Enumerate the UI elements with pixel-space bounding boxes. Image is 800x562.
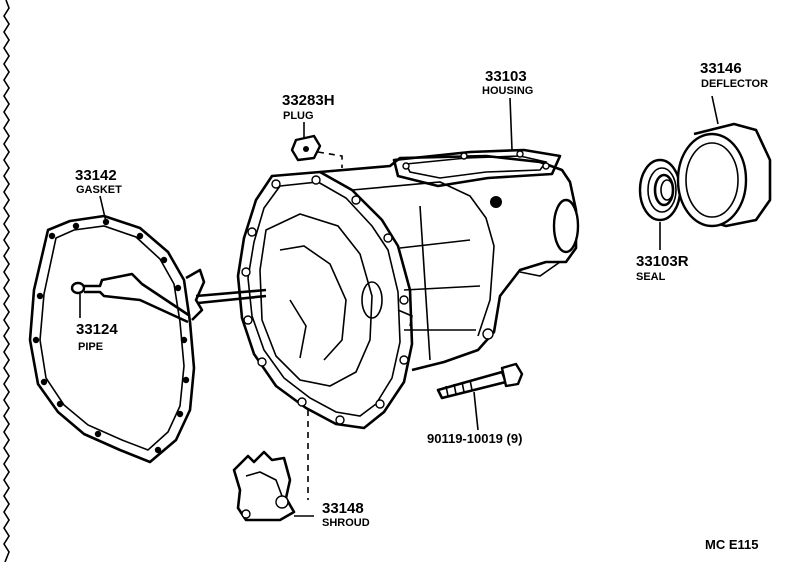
label-shroud: 33148 SHROUD [322,500,370,529]
label-housing: 33103 HOUSING [482,68,533,151]
deflector-drawing [676,95,772,228]
plug-part-number: 33283H [282,92,335,109]
bolt-part-number: 90119-10019 (9) [427,431,522,446]
pipe-part-name: PIPE [78,341,103,353]
deflector-part-number: 33146 [700,60,742,77]
plug-drawing [290,134,343,168]
shroud-part-number: 33148 [322,500,364,517]
label-plug: 33283H PLUG [282,92,335,138]
seal-part-number: 33103R [636,253,689,270]
bolt-drawing [436,362,524,431]
label-gasket: 33142 GASKET [75,167,122,223]
housing-drawing [236,148,580,500]
pipe-part-number: 33124 [76,321,118,338]
plug-part-name: PLUG [283,110,314,122]
gasket-part-name: GASKET [76,184,122,196]
label-seal: 33103R SEAL [636,253,689,283]
seal-part-name: SEAL [636,271,666,283]
shroud-part-name: SHROUD [322,517,370,529]
torn-page-edge [3,0,10,562]
label-bolt: 90119-10019 (9) [427,431,522,446]
label-deflector: 33146 DEFLECTOR [700,60,768,90]
diagram-code: MC E115 [705,537,758,552]
shroud-drawing [232,450,314,522]
gasket-drawing [28,214,196,464]
housing-part-number: 33103 [485,68,527,85]
seal-drawing [638,158,682,250]
label-pipe: 33124 PIPE [76,294,118,353]
deflector-part-name: DEFLECTOR [701,78,768,90]
housing-part-name: HOUSING [482,85,533,97]
pipe-drawing [70,268,267,324]
gasket-part-number: 33142 [75,167,117,184]
